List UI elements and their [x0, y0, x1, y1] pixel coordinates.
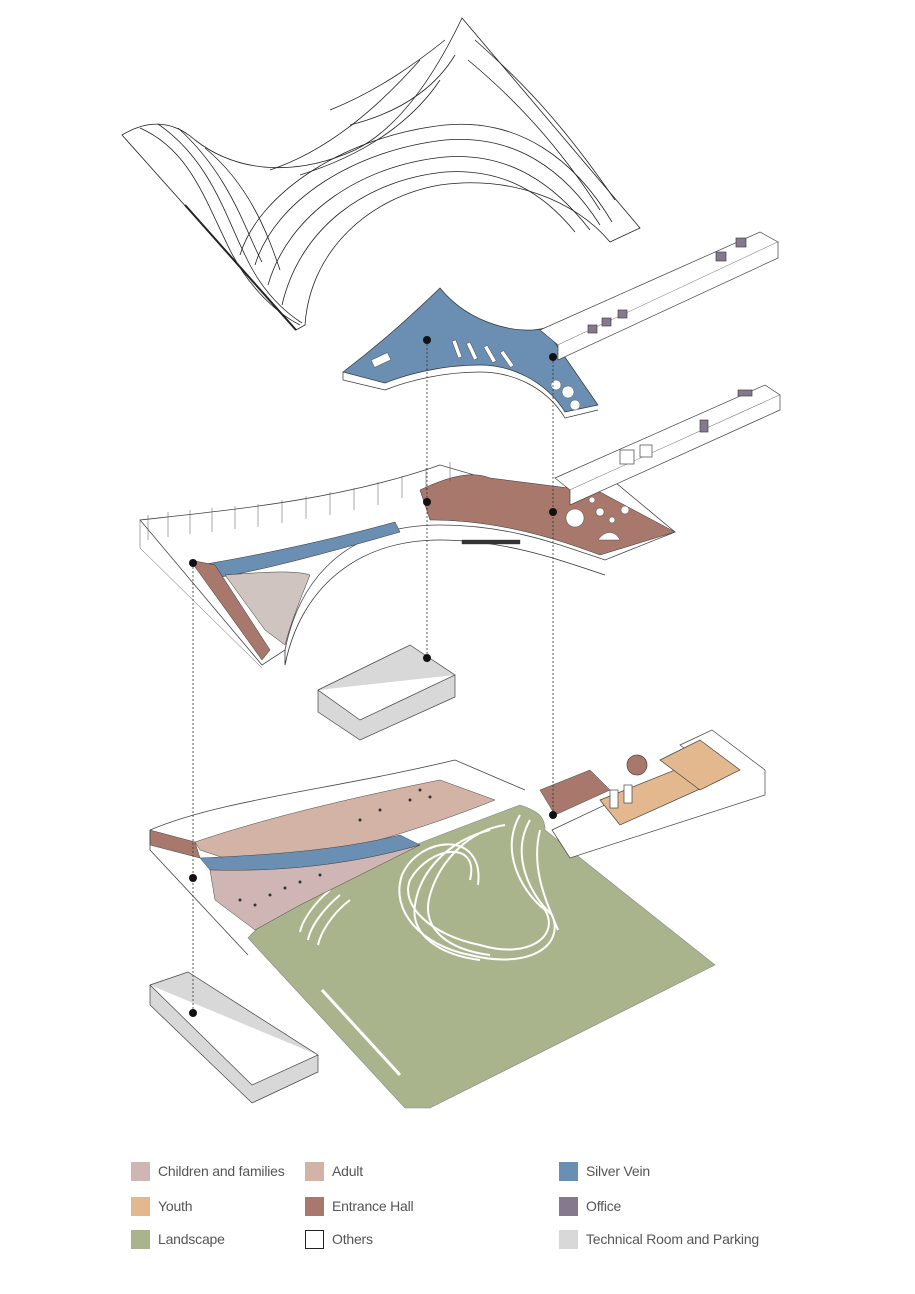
legend-swatch	[305, 1161, 324, 1181]
roof-contour-line	[299, 79, 441, 176]
connector-dot	[423, 498, 431, 506]
connector-dot	[189, 1009, 197, 1017]
roof-contour-line	[157, 123, 303, 324]
office-room	[735, 237, 747, 248]
legend-label: Children and families	[158, 1163, 285, 1179]
ground-floor-children-area	[209, 844, 421, 931]
middle-floor-facade	[139, 462, 451, 669]
office-room	[617, 309, 628, 319]
ground-floor-layer	[149, 729, 766, 1109]
legend-item-adult: Adult	[305, 1160, 363, 1182]
legend-label: Landscape	[158, 1231, 225, 1247]
parking-block-lower	[149, 971, 319, 1104]
legend-swatch	[559, 1229, 578, 1249]
legend: Children and families Adult Silver Vein …	[0, 1150, 915, 1270]
roof-outline	[121, 17, 641, 331]
landscape-paths	[299, 814, 559, 1077]
upper-floor-layer	[342, 231, 779, 419]
roof-edge	[184, 204, 297, 331]
legend-item-entrance-hall: Entrance Hall	[305, 1195, 414, 1217]
middle-floor-furniture	[461, 496, 630, 545]
roof-contour-line	[254, 138, 601, 266]
connector-dot	[423, 336, 431, 344]
legend-label: Office	[586, 1198, 622, 1214]
legend-label: Others	[332, 1231, 373, 1247]
office-room	[715, 251, 727, 262]
upper-floor-office-wing	[539, 231, 779, 361]
middle-floor-east-wing	[554, 384, 781, 506]
legend-label: Silver Vein	[586, 1163, 650, 1179]
middle-floor-adult-area	[224, 571, 311, 646]
ground-floor-entrance-hall-west	[149, 829, 201, 859]
legend-item-landscape: Landscape	[131, 1228, 225, 1250]
legend-swatch	[131, 1229, 150, 1249]
office-room	[601, 317, 612, 327]
roof-contour-line	[204, 147, 281, 271]
vertical-connectors	[192, 340, 554, 1013]
office-wing-slab	[539, 231, 779, 346]
middle-floor-curved-wall	[284, 539, 606, 666]
connector-dot	[423, 654, 431, 662]
legend-item-office: Office	[559, 1195, 621, 1217]
roof-contour-line	[349, 54, 456, 126]
connector-dot	[189, 874, 197, 882]
office-room	[587, 324, 598, 334]
upper-floor-wall	[342, 371, 599, 419]
legend-swatch	[559, 1196, 578, 1216]
legend-swatch	[131, 1161, 150, 1181]
legend-item-technical: Technical Room and Parking	[559, 1228, 759, 1250]
legend-label: Adult	[332, 1163, 363, 1179]
middle-floor-layer	[139, 384, 781, 741]
connector-dot	[549, 508, 557, 516]
roof-layer	[121, 17, 641, 331]
exploded-axonometric-diagram	[121, 17, 781, 1109]
roof-contour-line	[467, 59, 601, 211]
legend-label: Technical Room and Parking	[586, 1231, 760, 1247]
roof-contour-line	[329, 39, 446, 111]
legend-item-others: Others	[305, 1228, 373, 1250]
roof-contour-line	[267, 156, 591, 286]
parking-block-upper	[317, 644, 456, 741]
connector-dot	[549, 811, 557, 819]
legend-swatch	[131, 1196, 150, 1216]
connector-dot	[549, 353, 557, 361]
roof-contour-line	[474, 39, 616, 201]
legend-item-youth: Youth	[131, 1195, 193, 1217]
roof-contour-line	[281, 171, 576, 306]
middle-floor-entrance-strip	[189, 559, 271, 661]
legend-item-silver-vein: Silver Vein	[559, 1160, 650, 1182]
connector-nodes	[189, 336, 557, 1017]
middle-floor-entrance-hall-area	[419, 474, 676, 556]
upper-floor-furniture	[370, 339, 581, 411]
roof-contour-line	[239, 123, 613, 256]
legend-swatch	[559, 1161, 578, 1181]
legend-swatch	[305, 1229, 324, 1249]
legend-swatch	[305, 1196, 324, 1216]
roof-contour-line	[177, 127, 263, 263]
middle-floor-silver-vein-area	[199, 521, 401, 579]
ground-floor-furniture	[238, 788, 432, 907]
ground-floor-wall	[149, 759, 526, 956]
legend-label: Entrance Hall	[332, 1198, 414, 1214]
ground-floor-youth-wing	[551, 729, 766, 859]
legend-item-children: Children and families	[131, 1160, 285, 1182]
connector-dot	[189, 559, 197, 567]
legend-label: Youth	[158, 1198, 193, 1214]
office-wing-base	[557, 242, 779, 361]
